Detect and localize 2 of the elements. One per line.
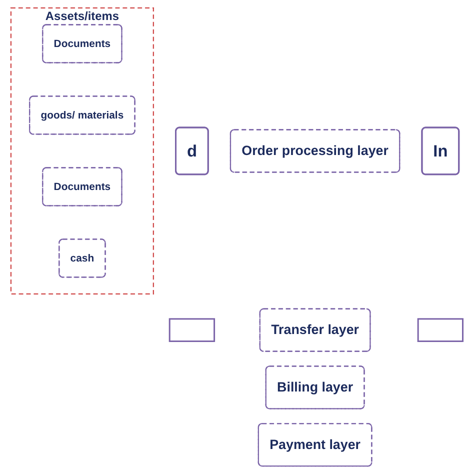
node-box — [168, 318, 216, 342]
node-box — [417, 318, 464, 342]
